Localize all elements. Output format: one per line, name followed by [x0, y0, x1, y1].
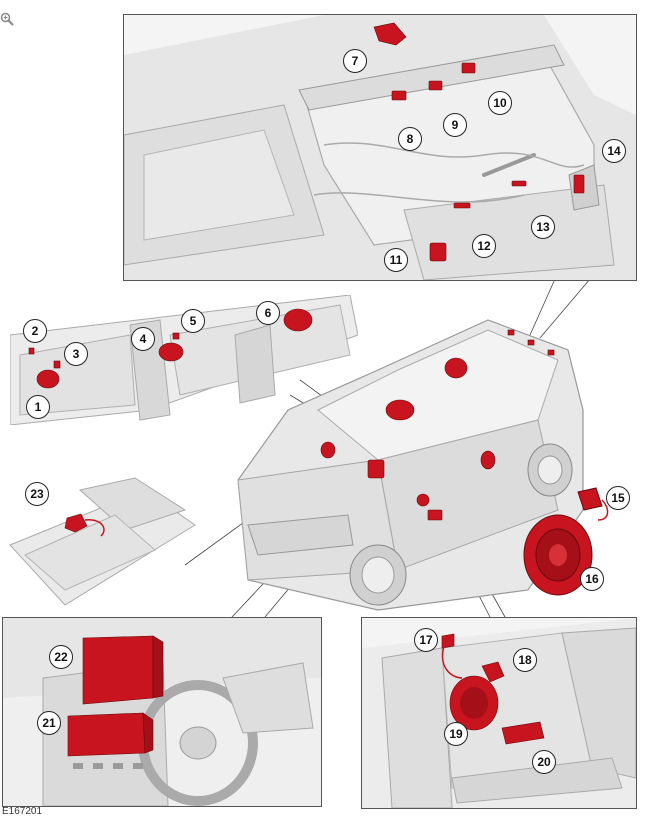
vehicle-overview — [228, 310, 588, 615]
callout-2: 2 — [23, 319, 47, 343]
callout-13: 13 — [531, 215, 555, 239]
callout-8: 8 — [398, 127, 422, 151]
callout-10: 10 — [488, 91, 512, 115]
callout-17: 17 — [414, 628, 438, 652]
speaker-detail: 15 16 — [518, 480, 636, 600]
callout-3: 3 — [64, 342, 88, 366]
callout-16: 16 — [580, 567, 604, 591]
headliner-illustration — [10, 295, 358, 425]
callout-15: 15 — [606, 486, 630, 510]
dashboard-inset-panel: 22 21 — [2, 617, 322, 807]
speaker-illustration — [523, 487, 609, 596]
dashboard-illustration — [3, 618, 321, 806]
callout-7: 7 — [343, 49, 367, 73]
figure-id: E167201 — [2, 806, 43, 817]
callout-22: 22 — [49, 645, 73, 669]
callout-5: 5 — [181, 309, 205, 333]
door-illustration — [362, 618, 636, 808]
vehicle-illustration — [237, 319, 584, 611]
magnifier-zoom-icon[interactable] — [0, 12, 14, 26]
callout-4: 4 — [131, 327, 155, 351]
callout-23: 23 — [25, 482, 49, 506]
callout-18: 18 — [513, 648, 537, 672]
callout-11: 11 — [384, 248, 408, 272]
headliner-inset: 1 2 3 4 5 6 — [10, 295, 358, 425]
tailgate-illustration — [124, 15, 636, 280]
callout-20: 20 — [532, 750, 556, 774]
module-illustration — [9, 477, 196, 606]
callout-6: 6 — [256, 301, 280, 325]
door-inset-panel: 17 18 19 20 — [361, 617, 637, 809]
callout-19: 19 — [444, 722, 468, 746]
tailgate-inset-panel: 7 8 9 10 11 12 13 14 — [123, 14, 637, 281]
callout-21: 21 — [37, 711, 61, 735]
callout-14: 14 — [602, 139, 626, 163]
module-inset: 23 — [5, 470, 200, 610]
callout-12: 12 — [472, 234, 496, 258]
callout-1: 1 — [26, 395, 50, 419]
callout-9: 9 — [443, 113, 467, 137]
